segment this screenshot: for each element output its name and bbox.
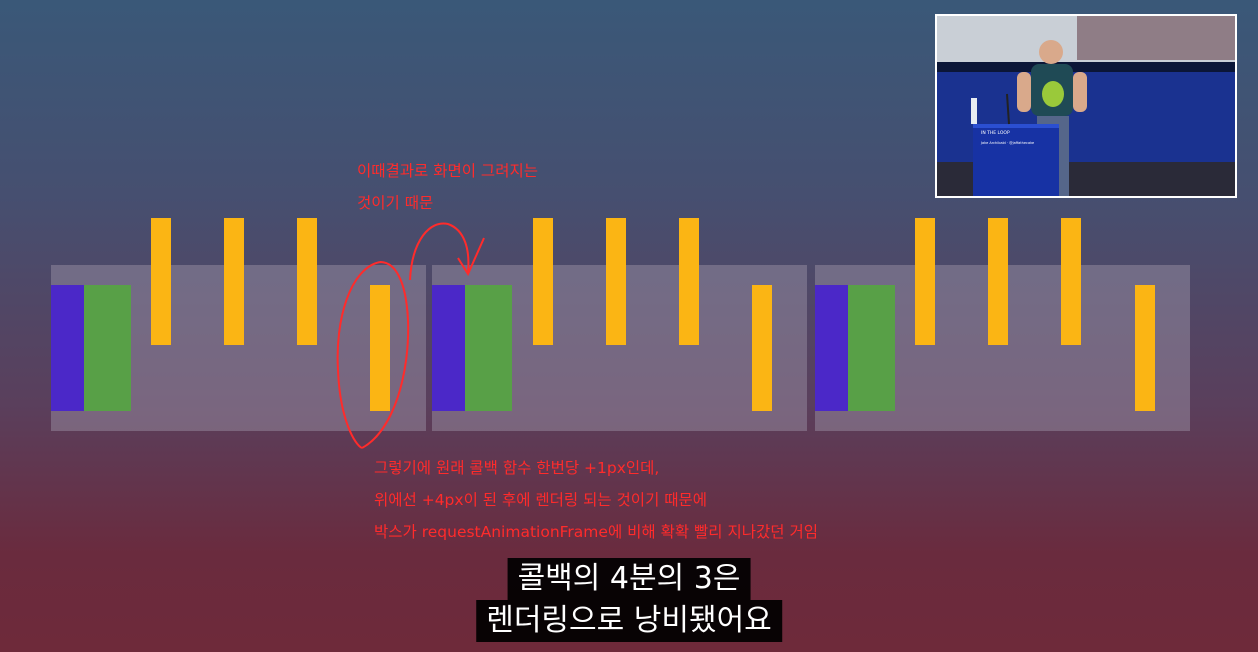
bottom-note: 그렇기에 원래 콜백 함수 한번당 +1px인데, 위에선 +4px이 된 후에…: [374, 452, 818, 548]
callback-bar: [988, 218, 1008, 345]
subtitle-line-1: 콜백의 4분의 3은: [507, 558, 751, 600]
callback-bar: [151, 218, 171, 345]
render-block-purple: [432, 285, 465, 411]
callback-bar: [1061, 218, 1081, 345]
render-block-green: [465, 285, 512, 411]
bottom-note-line-2: 위에선 +4px이 된 후에 렌더링 되는 것이기 때문에: [374, 491, 708, 509]
callback-bar: [533, 218, 553, 345]
speaker-head: [1039, 40, 1063, 64]
callback-bar: [915, 218, 935, 345]
callback-bar: [679, 218, 699, 345]
top-note-line-2: 것이기 때문: [357, 194, 434, 212]
callback-bar: [297, 218, 317, 345]
top-note-line-1: 이때결과로 화면이 그려지는: [357, 162, 538, 180]
callback-bar-last: [1135, 285, 1155, 411]
podium: [973, 124, 1059, 196]
render-block-green: [84, 285, 131, 411]
callback-bar-last: [370, 285, 390, 411]
callback-bar-last: [752, 285, 772, 411]
podium-title: IN THE LOOP: [981, 130, 1010, 136]
frame-3: [815, 265, 1190, 431]
callback-bar: [606, 218, 626, 345]
render-block-green: [848, 285, 895, 411]
bottom-note-line-1: 그렇기에 원래 콜백 함수 한번당 +1px인데,: [374, 459, 660, 477]
render-block-purple: [815, 285, 848, 411]
bottom-note-line-3: 박스가 requestAnimationFrame에 비해 확확 빨리 지나갔던…: [374, 523, 818, 541]
speaker-video-inset[interactable]: IN THE LOOP Jake Archibald · @jaffatheca…: [935, 14, 1237, 198]
callback-bar: [224, 218, 244, 345]
podium-speaker: Jake Archibald · @jaffathecake: [980, 141, 1034, 145]
top-note: 이때결과로 화면이 그려지는 것이기 때문: [357, 155, 538, 219]
render-block-purple: [51, 285, 84, 411]
speaker-scene: IN THE LOOP Jake Archibald · @jaffatheca…: [937, 16, 1235, 196]
subtitle-line-2: 렌더링으로 낭비됐어요: [476, 600, 782, 642]
